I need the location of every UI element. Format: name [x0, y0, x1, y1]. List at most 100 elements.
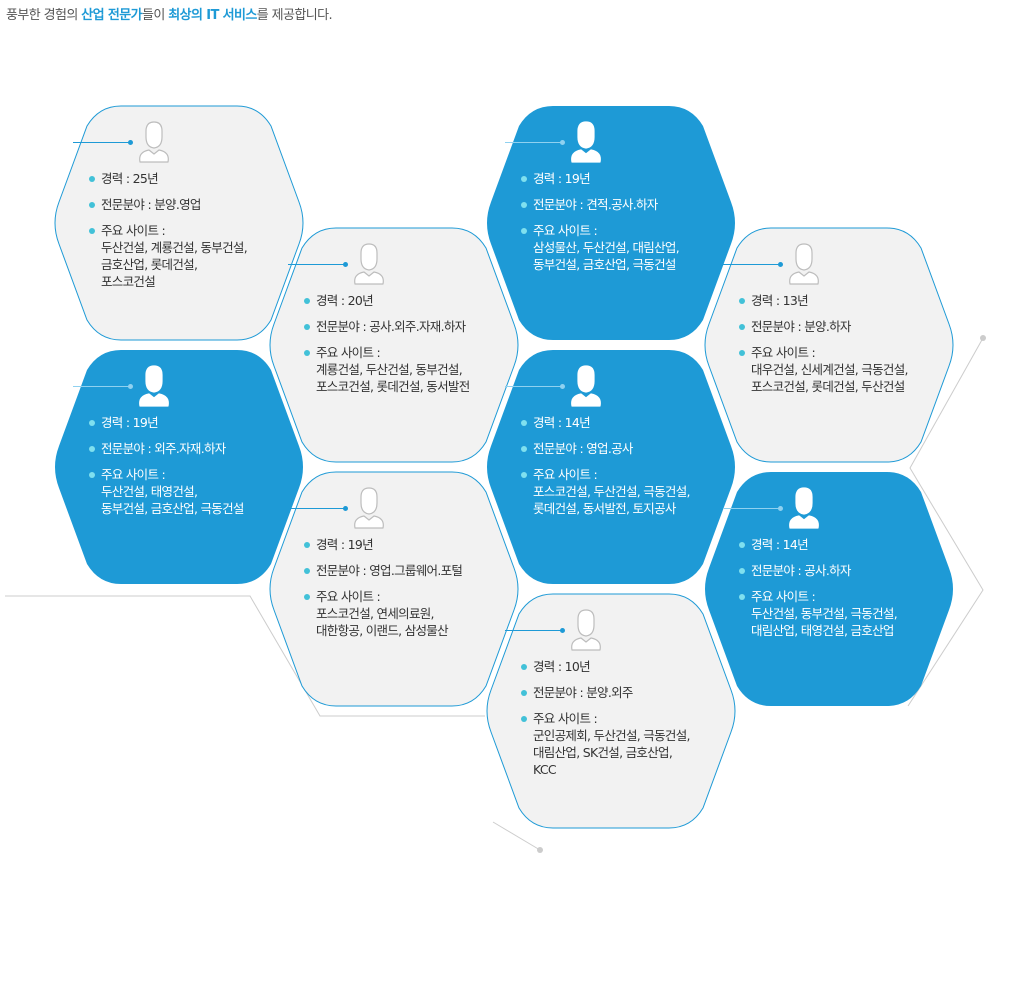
- sites-label: 주요 사이트 :: [751, 345, 816, 360]
- leader-dot: [778, 262, 783, 267]
- expert-details: 경력 : 13년 전문분야 : 분양.하자 주요 사이트 : 대우건설, 신세계건…: [739, 292, 951, 404]
- sites-label: 주요 사이트 :: [101, 467, 166, 482]
- hexagon-shape: [705, 472, 953, 706]
- person-icon: [139, 365, 169, 407]
- expert-details: 경력 : 14년 전문분야 : 영업.공사 주요 사이트 : 포스코건설, 두산건…: [521, 414, 733, 526]
- sites-list: 두산건설, 태영건설, 동부건설, 금호산업, 극동건설: [101, 484, 244, 516]
- career-item: 경력 : 25년: [89, 170, 301, 187]
- leader-line: [723, 262, 783, 267]
- sites-label: 주요 사이트 :: [751, 589, 816, 604]
- intro-text-1: 풍부한 경험의: [6, 8, 82, 23]
- leader-dot: [128, 140, 133, 145]
- specialty-item: 전문분야 : 분양.하자: [739, 318, 951, 335]
- connector-dot-bottom: [537, 847, 543, 853]
- expert-details: 경력 : 25년 전문분야 : 분양.영업 주요 사이트 : 두산건설, 계룡건설…: [89, 170, 301, 299]
- expert-details: 경력 : 10년 전문분야 : 분양.외주 주요 사이트 :군인공제회, 두산건…: [521, 658, 733, 787]
- sites-label: 주요 사이트 :: [533, 467, 598, 482]
- sites-list: 군인공제회, 두산건설, 극동건설, 대림산업, SK건설, 금호산업, KCC: [533, 728, 690, 777]
- intro-text-3: 를 제공합니다.: [256, 8, 333, 23]
- specialty-item: 전문분야 : 영업.공사: [521, 440, 733, 457]
- person-icon: [354, 487, 384, 529]
- connector-line-bottom: [492, 821, 541, 851]
- expert-card: 경력 : 14년 전문분야 : 공사.하자 주요 사이트 : 두산건설, 동부건설…: [701, 472, 957, 706]
- sites-list: 두산건설, 계룡건설, 동부건설, 금호산업, 롯데건설, 포스코건설: [101, 240, 248, 289]
- sites-item: 주요 사이트 : 포스코건설, 두산건설, 극동건설, 롯데건설, 동서발전, 토…: [521, 466, 733, 517]
- leader-line: [73, 384, 133, 389]
- sites-label: 주요 사이트 :: [533, 711, 598, 726]
- leader-dot: [560, 384, 565, 389]
- sites-list: 포스코건설, 두산건설, 극동건설, 롯데건설, 동서발전, 토지공사: [533, 484, 690, 516]
- expert-card: 경력 : 10년 전문분야 : 분양.외주 주요 사이트 :군인공제회, 두산건…: [483, 593, 739, 829]
- career-item: 경력 : 10년: [521, 658, 733, 675]
- connector-line-left: [5, 595, 485, 717]
- expert-card: 경력 : 25년 전문분야 : 분양.영업 주요 사이트 : 두산건설, 계룡건설…: [51, 105, 307, 341]
- person-icon: [789, 487, 819, 529]
- hexagon-shape: [487, 350, 735, 584]
- expert-details: 경력 : 20년 전문분야 : 공사.외주.자재.하자 주요 사이트 :계룡건설…: [304, 292, 516, 404]
- career-item: 경력 : 19년: [89, 414, 301, 431]
- career-item: 경력 : 20년: [304, 292, 516, 309]
- leader-dot: [128, 384, 133, 389]
- connector-dot-right: [980, 335, 986, 341]
- hexagon-shape: [269, 471, 519, 707]
- leader-dot: [560, 628, 565, 633]
- sites-label: 주요 사이트 :: [101, 223, 166, 238]
- sites-item: 주요 사이트 : 군인공제회, 두산건설, 극동건설, 대림산업, SK건설, 금…: [521, 710, 733, 778]
- leader-dot: [560, 140, 565, 145]
- hexagon-shape: [269, 227, 519, 463]
- intro-heading: 풍부한 경험의 산업 전문가들이 최상의 IT 서비스를 제공합니다.: [6, 4, 333, 23]
- sites-item: 주요 사이트 : 두산건설, 계룡건설, 동부건설, 금호산업, 롯데건설, 포스…: [89, 222, 301, 290]
- career-item: 경력 : 19년: [521, 170, 733, 187]
- sites-list: 삼성물산, 두산건설, 대림산업, 동부건설, 금호산업, 극동건설: [533, 240, 680, 272]
- person-icon: [354, 243, 384, 285]
- specialty-item: 전문분야 : 공사.하자: [739, 562, 951, 579]
- expert-card: 경력 : 19년 전문분야 : 견적.공사.하자 주요 사이트 :삼성물산, 두…: [483, 106, 739, 340]
- sites-item: 주요 사이트 : 대우건설, 신세계건설, 극동건설, 포스코건설, 롯데건설, …: [739, 344, 951, 395]
- hexagon-shape: [486, 593, 736, 829]
- hexagon-shape: [55, 350, 303, 584]
- hexagon-shape: [487, 106, 735, 340]
- leader-dot: [778, 506, 783, 511]
- expert-card: 경력 : 13년 전문분야 : 분양.하자 주요 사이트 : 대우건설, 신세계건…: [701, 227, 957, 463]
- connector-line-right: [907, 337, 984, 707]
- expert-card: 경력 : 19년 전문분야 : 영업.그룹웨어.포털 주요 사이트 : 포스코건설…: [266, 471, 522, 707]
- expert-card: 경력 : 20년 전문분야 : 공사.외주.자재.하자 주요 사이트 :계룡건설…: [266, 227, 522, 463]
- specialty-item: 전문분야 : 견적.공사.하자: [521, 196, 733, 213]
- person-icon: [571, 365, 601, 407]
- sites-list: 포스코건설, 연세의료원, 대한항공, 이랜드, 삼성물산: [316, 606, 449, 638]
- expert-details: 경력 : 19년 전문분야 : 견적.공사.하자 주요 사이트 :삼성물산, 두…: [521, 170, 733, 282]
- person-icon: [571, 121, 601, 163]
- sites-item: 주요 사이트 :삼성물산, 두산건설, 대림산업, 동부건설, 금호산업, 극동…: [521, 222, 733, 273]
- sites-item: 주요 사이트 : 계룡건설, 두산건설, 동부건설, 포스코건설, 롯데건설, 동…: [304, 344, 516, 395]
- career-item: 경력 : 13년: [739, 292, 951, 309]
- sites-label: 주요 사이트 :: [316, 345, 381, 360]
- specialty-item: 전문분야 : 영업.그룹웨어.포털: [304, 562, 516, 579]
- expert-card: 경력 : 14년 전문분야 : 영업.공사 주요 사이트 : 포스코건설, 두산건…: [483, 350, 739, 584]
- specialty-item: 전문분야 : 분양.영업: [89, 196, 301, 213]
- career-item: 경력 : 19년: [304, 536, 516, 553]
- career-item: 경력 : 14년: [739, 536, 951, 553]
- leader-line: [73, 140, 133, 145]
- sites-list: 계룡건설, 두산건설, 동부건설, 포스코건설, 롯데건설, 동서발전: [316, 362, 470, 394]
- sites-item: 주요 사이트 : 두산건설, 태영건설, 동부건설, 금호산업, 극동건설: [89, 466, 301, 517]
- leader-dot: [343, 262, 348, 267]
- intro-text-2: 들이: [141, 8, 169, 23]
- leader-line: [288, 506, 348, 511]
- expert-details: 경력 : 14년 전문분야 : 공사.하자 주요 사이트 : 두산건설, 동부건설…: [739, 536, 951, 648]
- expert-card: 경력 : 19년 전문분야 : 외주.자재.하자 주요 사이트 :두산건설, 태…: [51, 350, 307, 584]
- sites-list: 대우건설, 신세계건설, 극동건설, 포스코건설, 롯데건설, 두산건설: [751, 362, 908, 394]
- intro-highlight-experts: 산업 전문가: [81, 8, 142, 23]
- expert-details: 경력 : 19년 전문분야 : 외주.자재.하자 주요 사이트 :두산건설, 태…: [89, 414, 301, 526]
- leader-line: [505, 140, 565, 145]
- sites-item: 주요 사이트 : 두산건설, 동부건설, 극동건설, 대림산업, 태영건설, 금호…: [739, 588, 951, 639]
- leader-dot: [343, 506, 348, 511]
- leader-line: [505, 628, 565, 633]
- hexagon-shape: [54, 105, 304, 341]
- intro-highlight-service: 최상의 IT 서비스: [168, 8, 257, 23]
- person-icon: [789, 243, 819, 285]
- career-item: 경력 : 14년: [521, 414, 733, 431]
- sites-list: 두산건설, 동부건설, 극동건설, 대림산업, 태영건설, 금호산업: [751, 606, 898, 638]
- person-icon: [571, 609, 601, 651]
- sites-label: 주요 사이트 :: [316, 589, 381, 604]
